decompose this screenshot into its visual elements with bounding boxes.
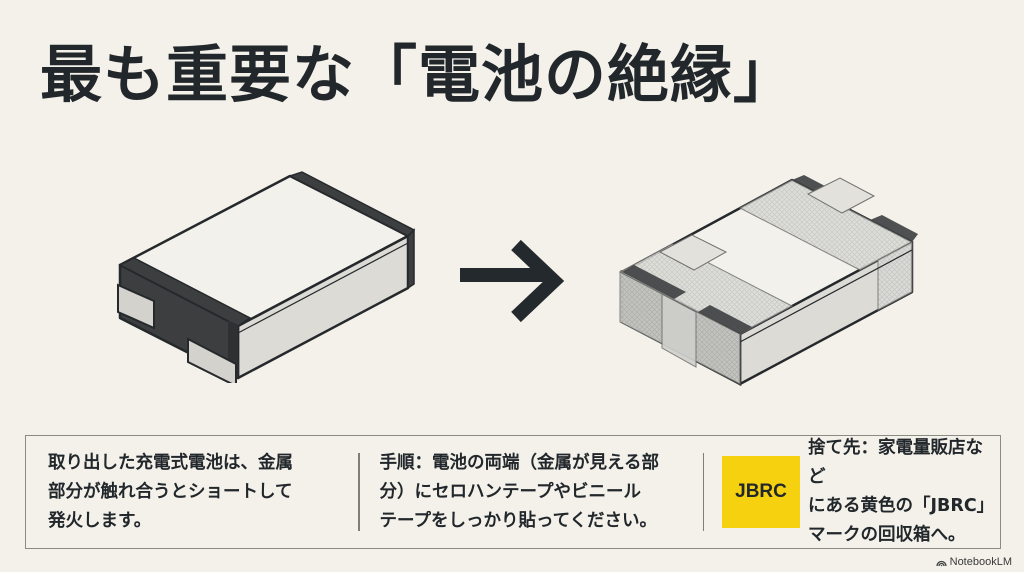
jbrc-badge-label: JBRC (735, 481, 787, 502)
arrow-right-icon (458, 235, 578, 335)
notebooklm-icon (935, 560, 947, 566)
brand-label: NotebookLM (949, 556, 1012, 568)
notebooklm-logo: NotebookLM (935, 556, 1012, 568)
divider (702, 453, 704, 531)
info-procedure: 手順：電池の両端（金属が見える部 分）にセロハンテープやビニール テープをしっか… (360, 436, 703, 548)
procedure-text: 手順：電池の両端（金属が見える部 分）にセロハンテープやビニール テープをしっか… (379, 452, 659, 531)
warning-text: 取り出した充電式電池は、金属 部分が触れ合うとショートして 発火します。 (48, 452, 293, 531)
battery-after-illustration (612, 172, 922, 387)
info-disposal: JBRC 捨て先：家電量販店など にある黄色の「JBRC」 マークの回収箱へ。 (704, 436, 1000, 548)
battery-before-illustration (110, 168, 420, 383)
divider (358, 453, 360, 531)
page-title: 最も重要な「電池の絶縁」 (40, 38, 797, 111)
disposal-text: 捨て先：家電量販店など にある黄色の「JBRC」 マークの回収箱へ。 (808, 438, 995, 545)
jbrc-badge: JBRC (722, 456, 800, 528)
info-panel: 取り出した充電式電池は、金属 部分が触れ合うとショートして 発火します。 手順：… (25, 435, 1001, 549)
info-warning: 取り出した充電式電池は、金属 部分が触れ合うとショートして 発火します。 (26, 436, 358, 548)
